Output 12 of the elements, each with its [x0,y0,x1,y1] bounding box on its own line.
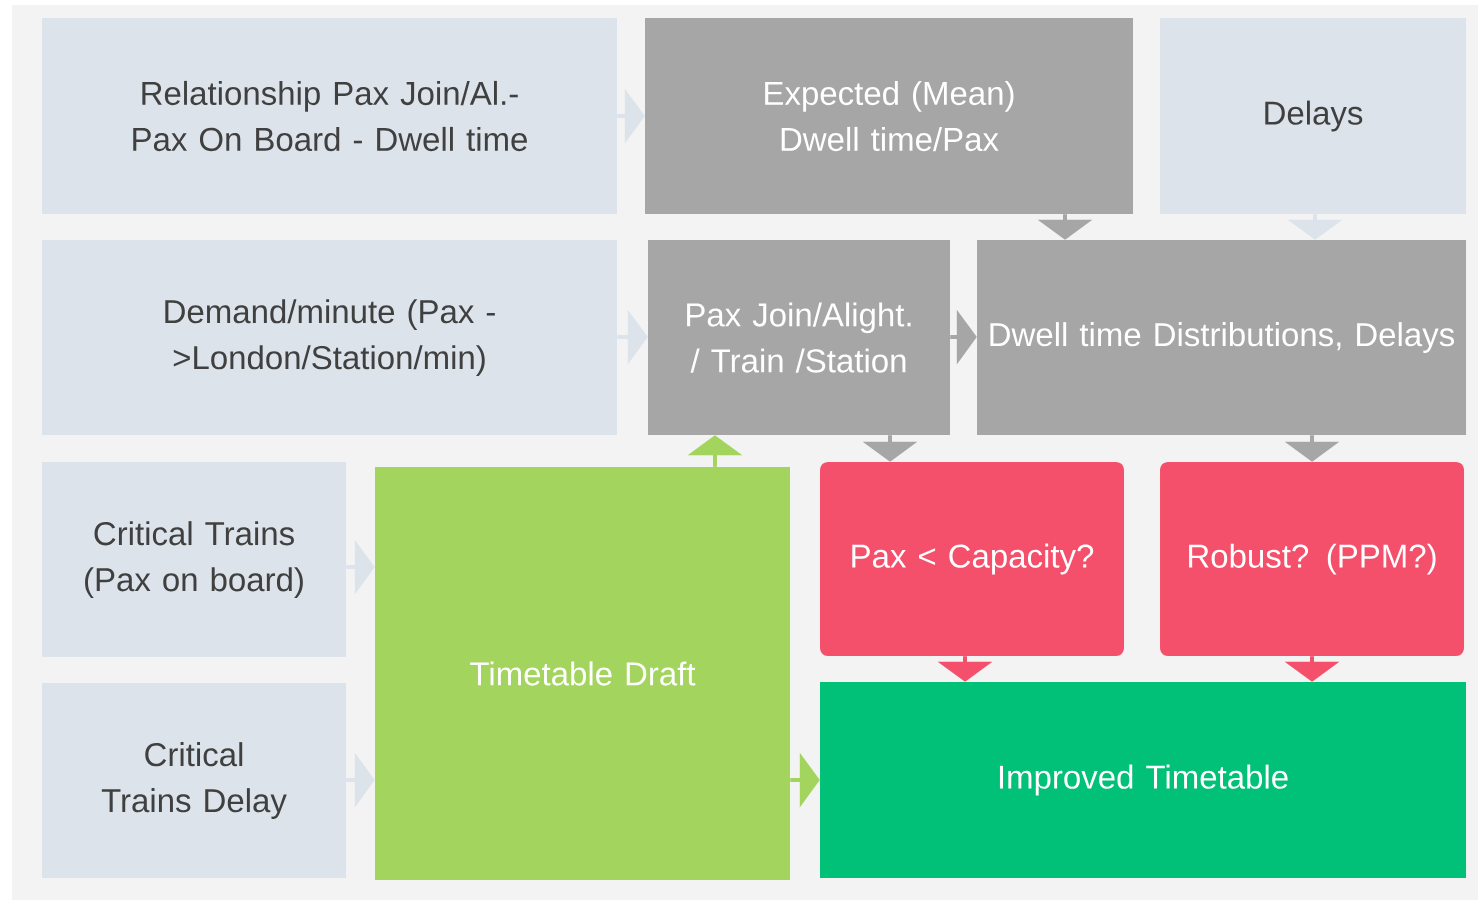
info-box: Relationship Pax Join/Al.- Pax On Board - Dwell time [42,18,617,214]
process-box: Timetable Draft [375,467,790,880]
info-box: Delays [1160,18,1466,214]
process-box: Dwell time Distributions, Delays [977,240,1466,435]
decision-box: Robust? (PPM?) [1160,462,1464,656]
info-box: Critical Trains (Pax on board) [42,462,346,657]
result-box: Improved Timetable [820,682,1466,878]
info-box: Critical Trains Delay [42,683,346,878]
process-box: Expected (Mean) Dwell time/Pax [645,18,1133,214]
info-box: Demand/minute (Pax ->London/Station/min) [42,240,617,435]
decision-box: Pax < Capacity? [820,462,1124,656]
process-box: Pax Join/Alight. / Train /Station [648,240,950,435]
